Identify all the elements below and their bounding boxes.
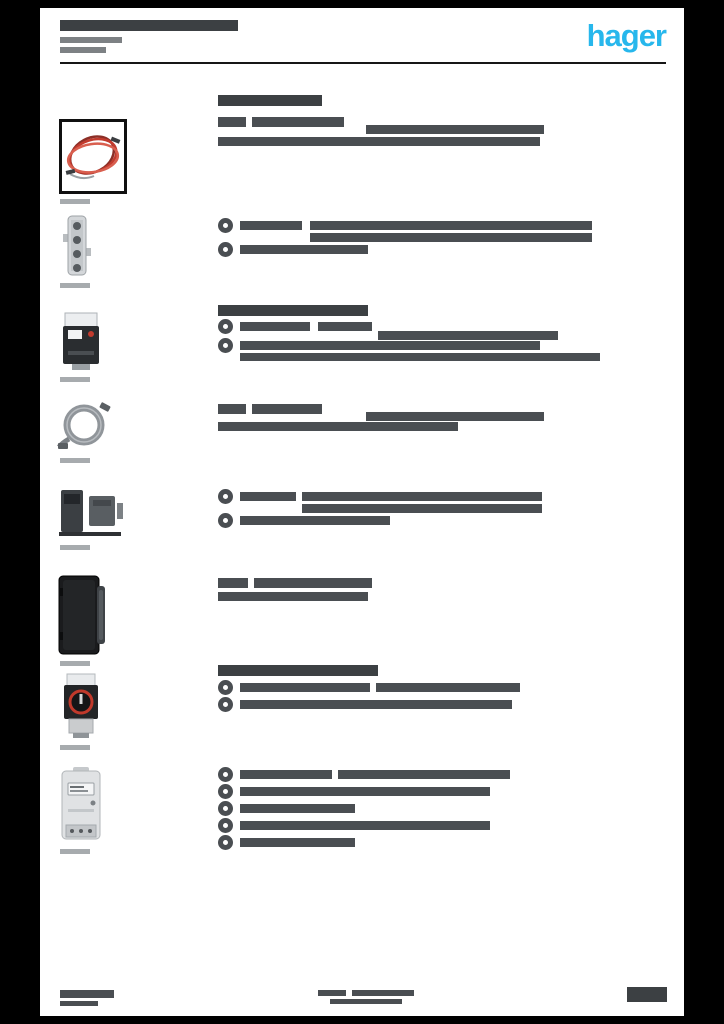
text-line-redacted xyxy=(310,233,592,242)
text-line-redacted xyxy=(240,821,490,830)
text-line-redacted xyxy=(252,404,322,414)
text-line-redacted xyxy=(240,492,296,501)
text-line-redacted xyxy=(252,117,344,127)
list-bullet-icon xyxy=(218,801,233,816)
product-photo-terminal-block xyxy=(61,214,93,277)
text-line-redacted xyxy=(218,137,540,146)
text-line-redacted xyxy=(240,787,490,796)
page-number-box xyxy=(627,987,667,1002)
text-line-redacted xyxy=(338,770,510,779)
product-photo-black-enclosure xyxy=(58,574,106,656)
text-line-redacted xyxy=(240,700,512,709)
text-line-redacted xyxy=(366,412,544,421)
list-bullet-icon xyxy=(218,218,233,233)
busbar-module-illustration xyxy=(63,312,99,370)
text-line-redacted xyxy=(376,683,520,692)
text-line-redacted xyxy=(302,492,542,501)
text-line-redacted xyxy=(366,125,544,134)
product-photo-energy-meter xyxy=(59,767,103,843)
mounting-plate-illustration xyxy=(59,490,123,536)
product-reference-caption xyxy=(60,849,90,854)
product-reference-caption xyxy=(60,745,90,750)
text-line-redacted xyxy=(302,504,542,513)
header-divider xyxy=(60,62,666,64)
text-line-redacted xyxy=(218,117,246,127)
section-heading-redacted xyxy=(218,305,368,316)
list-bullet-icon xyxy=(218,818,233,833)
product-reference-caption xyxy=(60,661,90,666)
list-bullet-icon xyxy=(218,513,233,528)
document-page: hager xyxy=(40,8,684,1016)
document-title-line xyxy=(60,47,106,53)
hager-logo: hager xyxy=(586,18,667,53)
section-heading-redacted xyxy=(218,665,378,676)
text-line-redacted xyxy=(240,341,540,350)
text-line-redacted xyxy=(318,322,372,331)
text-line-redacted xyxy=(240,221,302,230)
product-reference-caption xyxy=(60,458,90,463)
red-wire-coil-illustration xyxy=(65,135,121,180)
text-line-redacted xyxy=(240,322,310,331)
footer-left-line xyxy=(60,1001,98,1006)
product-reference-caption xyxy=(60,283,90,288)
product-reference-caption xyxy=(60,377,90,382)
text-line-redacted xyxy=(240,516,390,525)
list-bullet-icon xyxy=(218,680,233,695)
text-line-redacted xyxy=(310,221,592,230)
energy-meter-illustration xyxy=(61,767,101,840)
footer-left-line xyxy=(60,990,114,998)
text-line-redacted xyxy=(378,331,558,340)
text-line-redacted xyxy=(254,578,372,588)
text-line-redacted xyxy=(240,804,355,813)
product-photo-rotary-switch xyxy=(61,673,101,739)
list-bullet-icon xyxy=(218,767,233,782)
product-photo-busbar-module xyxy=(62,311,100,371)
terminal-block-illustration xyxy=(63,215,91,276)
text-line-redacted xyxy=(218,422,458,431)
text-line-redacted xyxy=(240,353,600,361)
text-line-redacted xyxy=(240,683,370,692)
list-bullet-icon xyxy=(218,242,233,257)
product-photo-grey-cord xyxy=(57,399,111,451)
black-enclosure-illustration xyxy=(58,575,105,655)
text-line-redacted xyxy=(218,404,246,414)
document-title-line xyxy=(60,20,238,31)
list-bullet-icon xyxy=(218,835,233,850)
text-line-redacted xyxy=(240,838,355,847)
list-bullet-icon xyxy=(218,784,233,799)
text-line-redacted xyxy=(218,592,368,601)
footer-center-line xyxy=(330,999,402,1004)
text-line-redacted xyxy=(240,770,332,779)
product-photo-mounting-plate xyxy=(55,487,127,539)
list-bullet-icon xyxy=(218,338,233,353)
product-reference-caption xyxy=(60,199,90,204)
footer-center-line xyxy=(318,990,346,996)
footer-center-line xyxy=(352,990,414,996)
list-bullet-icon xyxy=(218,697,233,712)
grey-cord-illustration xyxy=(57,402,111,449)
product-photo-red-wire-set xyxy=(59,119,127,194)
text-line-redacted xyxy=(240,245,368,254)
list-bullet-icon xyxy=(218,319,233,334)
product-reference-caption xyxy=(60,545,90,550)
rotary-switch-illustration xyxy=(64,673,98,738)
document-title-line xyxy=(60,37,122,43)
list-bullet-icon xyxy=(218,489,233,504)
section-heading-redacted xyxy=(218,95,322,106)
text-line-redacted xyxy=(218,578,248,588)
